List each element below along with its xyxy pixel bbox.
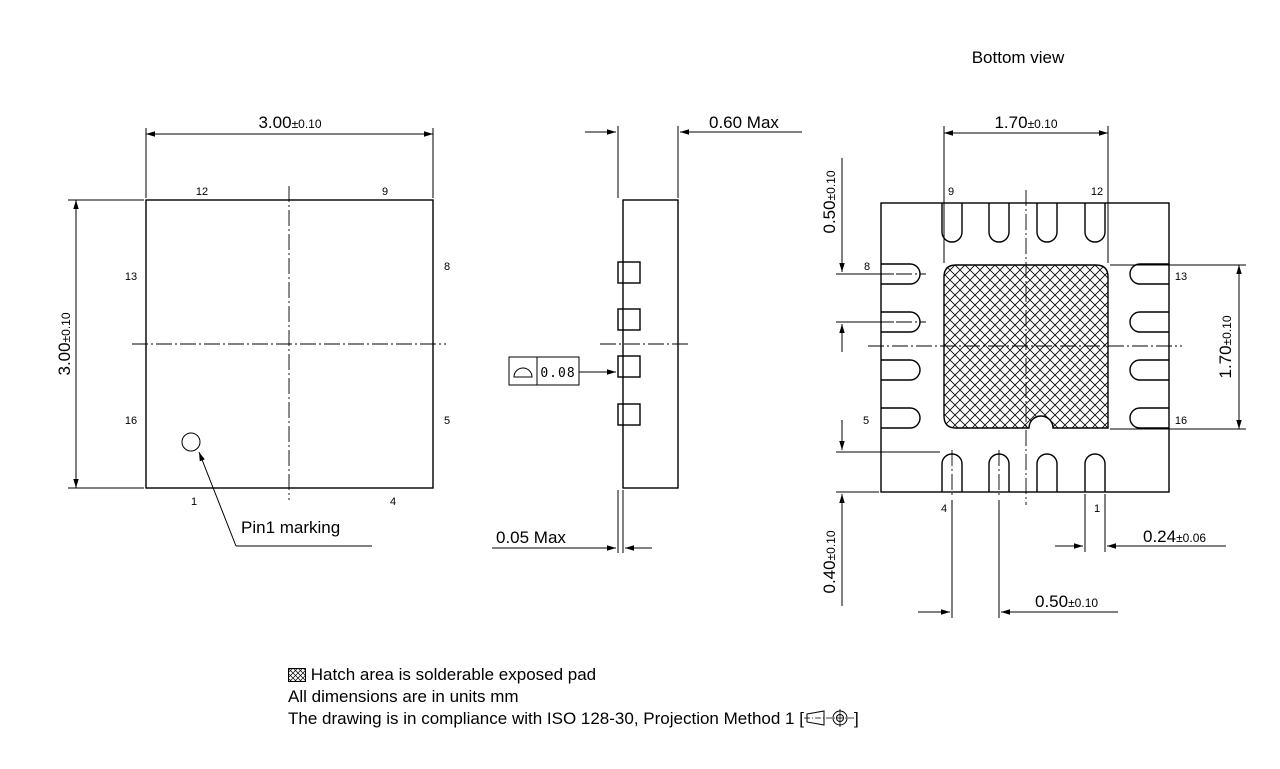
bottom-lead-left-4 — [881, 407, 921, 429]
bottom-lead-right-2 — [1129, 311, 1169, 333]
bottom-pin-4: 4 — [941, 503, 947, 515]
pitch-vertical-label: 0.50±0.10 — [820, 170, 839, 233]
bottom-lead-top-4 — [1084, 203, 1106, 243]
bottom-lead-bottom-4 — [1084, 453, 1106, 492]
bottom-pin-13: 13 — [1175, 271, 1187, 283]
coplanarity-frame: 0.08 — [508, 356, 616, 386]
side-view: 0.60 Max 0.05 Max 0.08 — [492, 113, 802, 553]
side-lead-2 — [617, 308, 641, 331]
flatness-symbol-icon — [513, 367, 533, 378]
bottom-view: Bottom view 1.70±0.10 — [820, 48, 1246, 618]
top-pin-12: 12 — [196, 186, 208, 198]
projection-method-icon — [803, 709, 854, 727]
bottom-lead-top-1 — [941, 203, 963, 243]
bottom-pin-16: 16 — [1175, 415, 1187, 427]
notes: Hatch area is solderable exposed pad All… — [288, 664, 859, 730]
bottom-pin-8: 8 — [864, 261, 870, 273]
bottom-view-title: Bottom view — [972, 48, 1065, 67]
lead-length-label: 0.40±0.10 — [820, 530, 839, 593]
side-lead-1 — [617, 261, 641, 284]
top-pin-9: 9 — [382, 186, 388, 198]
top-height-label: 3.00±0.10 — [55, 312, 74, 375]
top-pin-1: 1 — [191, 496, 197, 508]
bottom-pin-12: 12 — [1091, 186, 1103, 198]
bottom-pin-1: 1 — [1094, 503, 1100, 515]
top-pin-8: 8 — [444, 261, 450, 273]
side-lead-4 — [617, 403, 641, 426]
lead-width-label: 0.24±0.06 — [1143, 527, 1206, 546]
top-pin-5: 5 — [444, 415, 450, 427]
pin1-marking-dot — [181, 432, 201, 452]
hatch-note-row: Hatch area is solderable exposed pad — [288, 664, 859, 686]
hatch-swatch-icon — [288, 668, 306, 682]
side-height-max-label: 0.60 Max — [709, 113, 779, 132]
top-view: 3.00±0.10 3.00±0.10 12 9 13 16 8 5 1 4 P… — [55, 113, 450, 547]
hatch-note: Hatch area is solderable exposed pad — [310, 665, 597, 684]
pad-height-label: 1.70±0.10 — [1216, 315, 1235, 378]
top-width-label: 3.00±0.10 — [258, 113, 321, 132]
bottom-lead-right-4 — [1129, 407, 1169, 429]
bottom-lead-top-2 — [988, 203, 1010, 243]
top-pin-4: 4 — [390, 496, 396, 508]
bottom-lead-right-1 — [1129, 263, 1169, 285]
coplanarity-value: 0.08 — [540, 366, 575, 381]
top-pin-16: 16 — [125, 415, 137, 427]
side-standoff-max-label: 0.05 Max — [496, 528, 566, 547]
bottom-pin-9: 9 — [948, 186, 954, 198]
bottom-view-body — [880, 202, 1170, 493]
pad-width-label: 1.70±0.10 — [994, 113, 1057, 132]
bottom-lead-top-3 — [1036, 203, 1058, 243]
side-lead-3 — [617, 355, 641, 378]
bottom-lead-right-3 — [1129, 359, 1169, 381]
bottom-lead-left-3 — [881, 359, 921, 381]
pin1-marking-label: Pin1 marking — [241, 518, 340, 537]
top-pin-13: 13 — [125, 271, 137, 283]
bottom-lead-bottom-3 — [1036, 453, 1058, 492]
pitch-horizontal-label: 0.50±0.10 — [1035, 592, 1098, 611]
bottom-pin-5: 5 — [863, 415, 869, 427]
units-note: All dimensions are in units mm — [288, 687, 519, 706]
iso-note-row: The drawing is in compliance with ISO 12… — [288, 708, 859, 730]
iso-note: The drawing is in compliance with ISO 12… — [288, 709, 804, 728]
iso-note-end: ] — [853, 709, 859, 728]
